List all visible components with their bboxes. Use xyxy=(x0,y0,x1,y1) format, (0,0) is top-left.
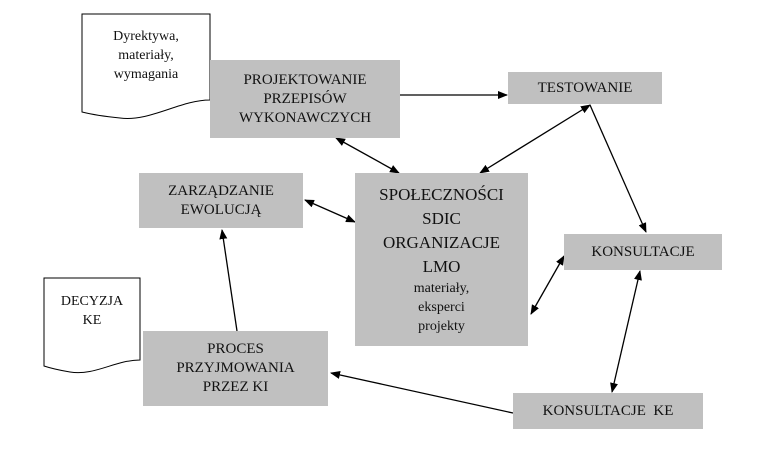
arrow-evolution-community xyxy=(304,199,356,223)
node-evolution: ZARZĄDZANIE EWOLUCJĄ xyxy=(139,173,303,228)
doc-decision: DECYZJA KE xyxy=(44,292,140,330)
arrow-consultation-ec xyxy=(610,270,642,393)
arrow-ec-to-adoption xyxy=(330,371,514,414)
node-ec-consultation: KONSULTACJE KE xyxy=(513,393,703,429)
node-detail: materiały, xyxy=(413,281,470,296)
node-design: PROJEKTOWANIE PRZEPISÓW WYKONAWCZYCH xyxy=(210,60,400,138)
node-testing: TESTOWANIE xyxy=(508,72,662,104)
node-line: SPOŁECZNOŚCI xyxy=(379,185,504,204)
doc-inputs-shape xyxy=(81,13,211,119)
node-line: PRZEPISÓW xyxy=(263,90,347,107)
node-line: PROCES xyxy=(207,341,264,357)
node-line: KONSULTACJE xyxy=(591,243,695,260)
node-line: PRZYJMOWANIA xyxy=(176,360,295,376)
node-consultation: KONSULTACJE xyxy=(564,234,722,270)
doc-line: DECYZJA xyxy=(60,294,124,309)
node-detail: eksperci xyxy=(418,300,465,315)
node-line: LMO xyxy=(422,257,461,276)
node-line: ZARZĄDZANIE xyxy=(168,182,274,199)
arrow-testing-community xyxy=(479,104,591,174)
node-community: SPOŁECZNOŚCI SDIC ORGANIZACJE LMO materi… xyxy=(355,173,528,346)
arrow-community-consultation xyxy=(530,255,565,315)
node-detail: projekty xyxy=(418,319,465,334)
node-line: WYKONAWCZYCH xyxy=(238,109,372,126)
doc-line: KE xyxy=(82,313,102,328)
node-line: ORGANIZACJE xyxy=(382,233,501,252)
node-line: TESTOWANIE xyxy=(537,79,633,96)
doc-line: wymagania xyxy=(113,67,179,82)
node-line: PRZEZ KI xyxy=(202,379,269,395)
node-line: EWOLUCJĄ xyxy=(180,201,262,218)
doc-line: Dyrektywa, xyxy=(113,29,179,44)
node-line: SDIC xyxy=(422,209,461,228)
doc-decision-shape xyxy=(43,277,141,374)
arrow-testing-to-consultation xyxy=(589,104,647,233)
node-adoption: PROCES PRZYJMOWANIA PRZEZ KI xyxy=(143,331,328,406)
node-line: PROJEKTOWANIE xyxy=(243,71,367,88)
arrow-design-community xyxy=(335,137,400,174)
arrow-adoption-to-evolution xyxy=(219,229,238,332)
node-line: KONSULTACJE KE xyxy=(542,402,674,419)
doc-inputs: Dyrektywa, materiały, wymagania xyxy=(82,27,210,84)
doc-line: materiały, xyxy=(118,48,174,63)
